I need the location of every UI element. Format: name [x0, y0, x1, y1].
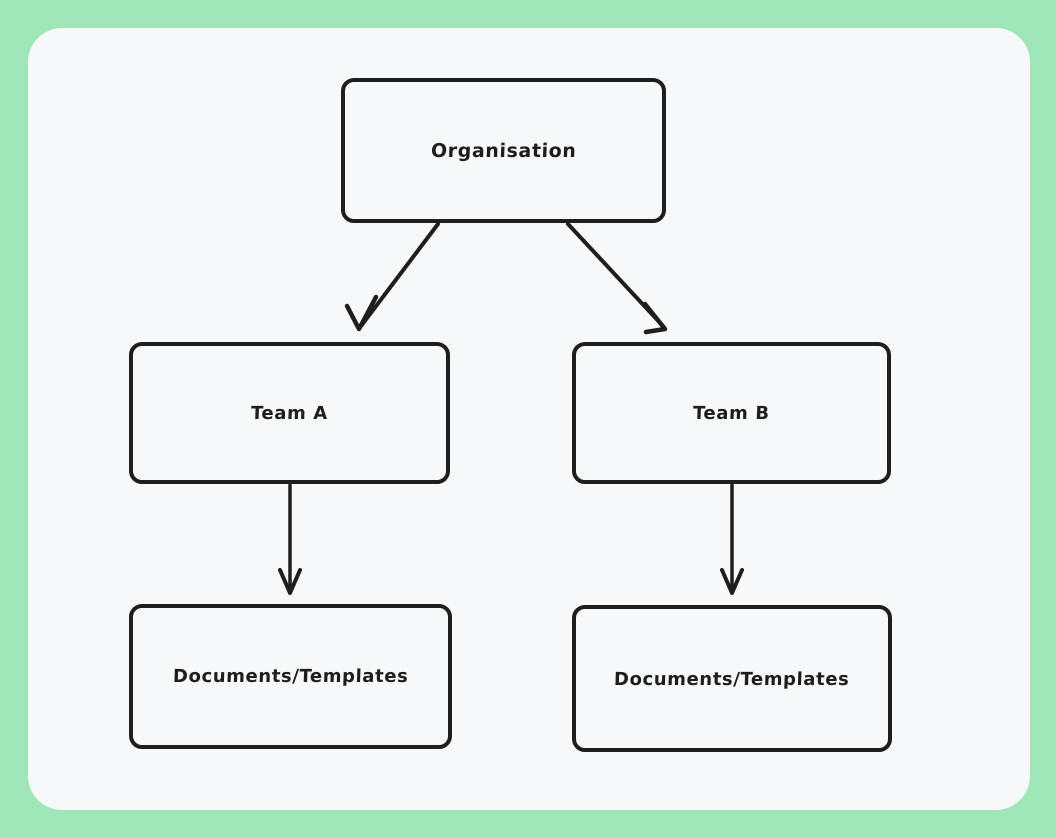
- node-documents-templates-a-label: Documents/Templates: [172, 666, 409, 687]
- node-documents-templates-b-label: Documents/Templates: [613, 669, 851, 690]
- node-team-b-label: Team B: [692, 402, 771, 424]
- node-organisation-label: Organisation: [430, 139, 577, 162]
- edge-organisation-to-team-a: [344, 222, 440, 332]
- edge-team-a-to-docs-a: [278, 483, 302, 595]
- node-documents-templates-a[interactable]: Documents/Templates: [129, 604, 452, 749]
- node-team-a[interactable]: Team A: [129, 342, 450, 484]
- edge-organisation-to-team-b: [566, 222, 668, 335]
- node-team-a-label: Team A: [250, 402, 329, 424]
- node-team-b[interactable]: Team B: [572, 342, 891, 484]
- node-documents-templates-b[interactable]: Documents/Templates: [572, 605, 892, 752]
- edge-team-b-to-docs-b: [720, 483, 744, 595]
- node-organisation[interactable]: Organisation: [341, 78, 666, 223]
